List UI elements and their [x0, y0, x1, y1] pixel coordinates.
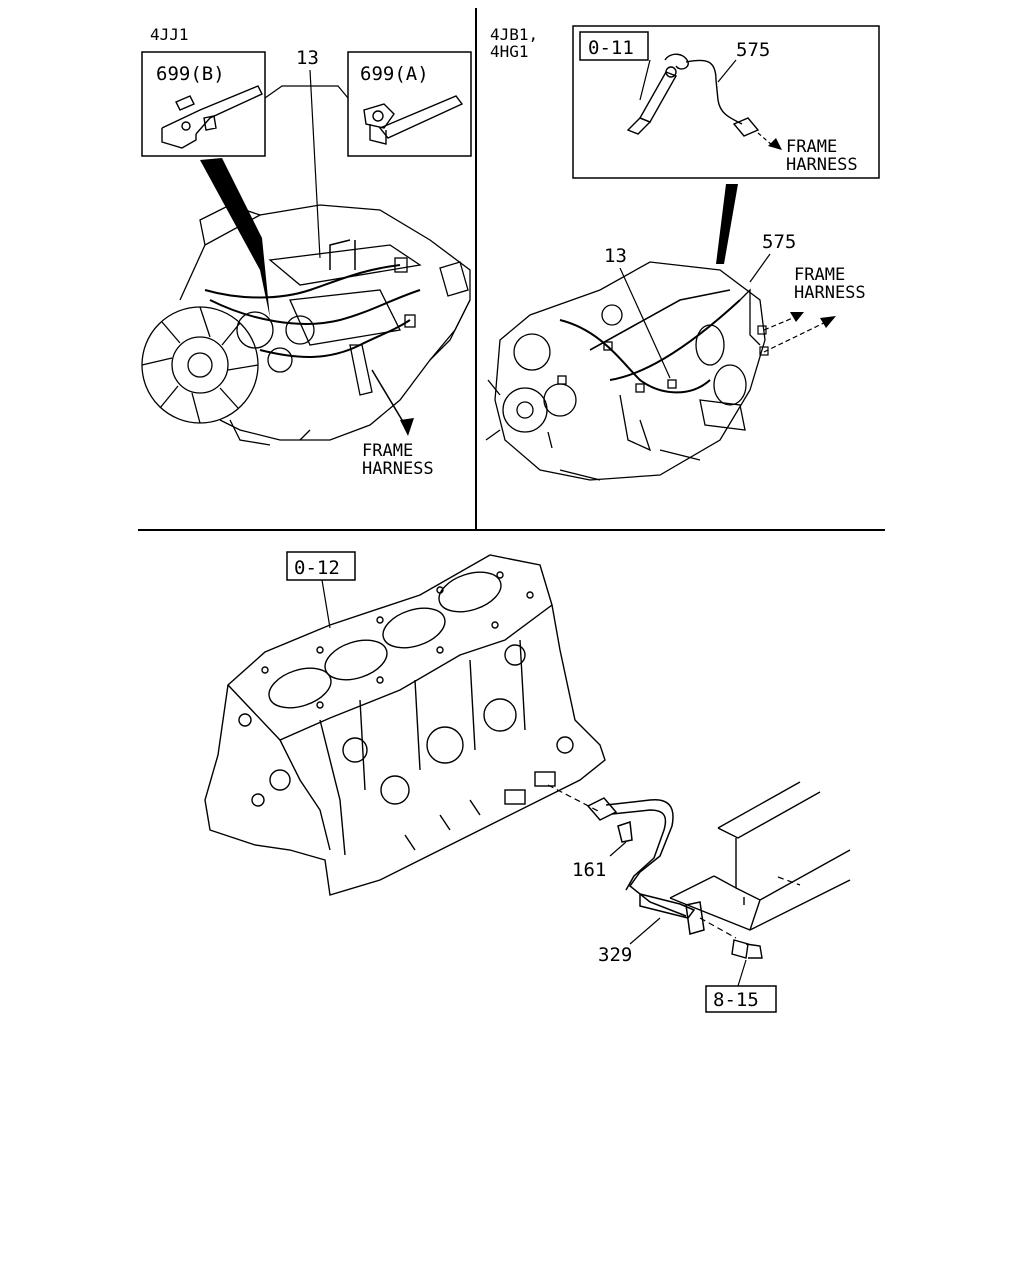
dashed-bolt-line: [699, 917, 737, 939]
note-frame-detail: FRAME: [786, 137, 837, 157]
arrows-frame-harness-right: [757, 312, 836, 356]
note-harness-right: HARNESS: [794, 283, 866, 303]
callout-13-left: 13: [296, 47, 319, 69]
glow-plug-drawing: [626, 53, 689, 135]
leader-329: [629, 917, 661, 945]
callout-13-right: 13: [604, 245, 627, 267]
note-harness-detail: HARNESS: [786, 155, 858, 175]
callout-699a: 699(A): [360, 63, 429, 85]
note-frame-right: FRAME: [794, 265, 845, 285]
engine-4jb1-drawing: [485, 261, 766, 481]
leader-8-15: [737, 959, 747, 987]
callout-329: 329: [598, 944, 632, 966]
pointer-wedge-left: [200, 158, 270, 318]
model-label-4jj1: 4JJ1: [150, 25, 189, 44]
clip-699a-drawing: [363, 95, 464, 145]
clip-699b-drawing: [161, 85, 263, 149]
ref-0-11: 0-11: [588, 37, 634, 59]
bolt-8-15-drawing: [731, 939, 763, 959]
model-label-4jb1: 4JB1,: [490, 25, 538, 44]
cylinder-block-drawing: [204, 554, 606, 896]
callout-575-detail: 575: [736, 39, 770, 61]
ref-box-0-11: [579, 31, 649, 61]
section-dividers: [138, 8, 885, 531]
leader-13-left: 13: [264, 47, 349, 259]
model-label-4hg1: 4HG1: [490, 42, 529, 61]
note-frame-left: FRAME: [362, 441, 413, 461]
ref-box-8-15: [705, 985, 777, 1013]
callout-575-right: 575: [762, 231, 796, 253]
detail-box-699a: 699(A): [347, 51, 472, 157]
ref-0-12: 0-12: [294, 557, 340, 579]
leader-161: [609, 841, 627, 857]
callout-699b: 699(B): [156, 63, 225, 85]
connector-575-drawing: [685, 59, 760, 137]
pointer-wedge-right: [716, 184, 738, 264]
callout-161: 161: [572, 859, 606, 881]
ref-8-15: 8-15: [713, 989, 759, 1011]
detail-box-glow-plug: 0-11 575 FRAME HARNESS: [572, 25, 880, 179]
note-harness-left: HARNESS: [362, 459, 434, 479]
dashed-frame-line: [777, 876, 801, 886]
detail-box-699b: 699(B): [141, 51, 266, 157]
frame-beam-drawing: [669, 781, 851, 931]
ground-cable-329-drawing: [586, 797, 705, 935]
engine-4jj1-drawing: [141, 204, 471, 446]
ref-box-0-12: [286, 551, 356, 581]
dashed-mount-line: [547, 784, 601, 813]
arrow-frame-harness-left: [371, 369, 414, 436]
